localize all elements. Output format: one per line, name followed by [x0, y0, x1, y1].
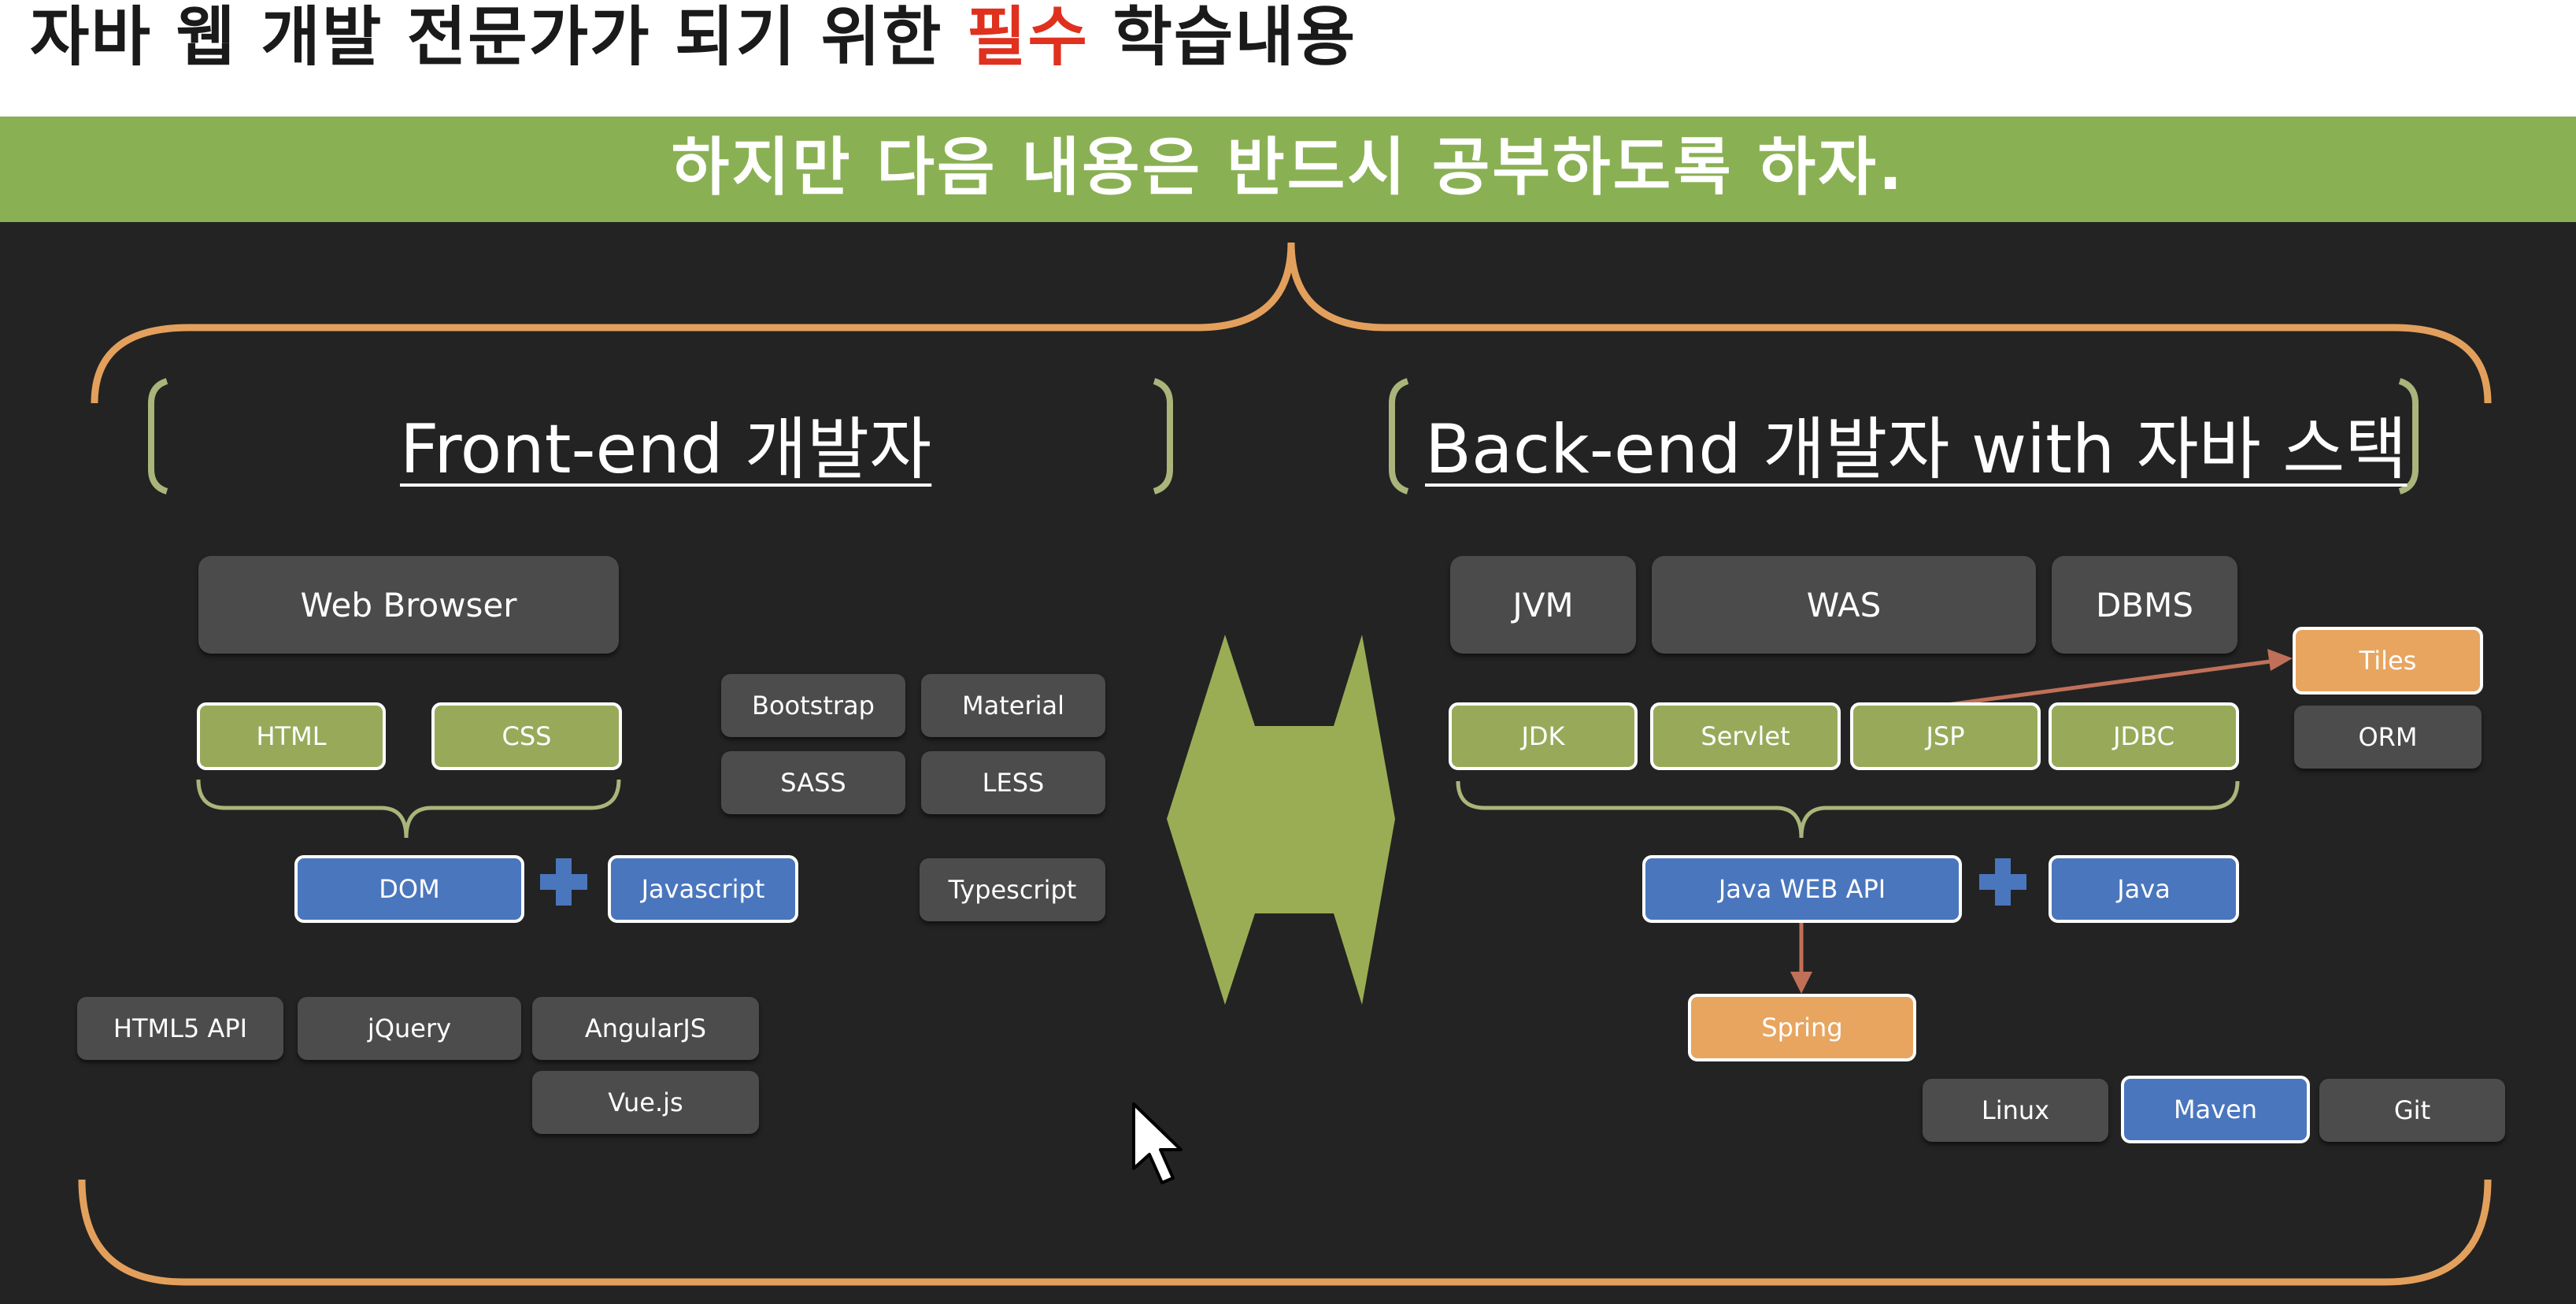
bottom-brace [78, 1179, 2492, 1286]
bootstrap-box: Bootstrap [721, 674, 905, 737]
slide-title: 자바 웹 개발 전문가가 되기 위한 필수 학습내용 [30, 0, 1356, 87]
typescript-box: Typescript [920, 858, 1105, 921]
title-text-before: 자바 웹 개발 전문가가 되기 위한 [30, 0, 968, 75]
orm-box: ORM [2294, 706, 2482, 769]
api-to-spring-arrow [1790, 923, 1812, 994]
vuejs-box: Vue.js [532, 1071, 759, 1134]
html5-api-box: HTML5 API [77, 997, 283, 1060]
plus-icon [540, 858, 587, 906]
backend-heading: Back-end 개발자 with 자바 스택 [1425, 410, 2408, 489]
top-curly-brace [91, 242, 2492, 404]
right-heading-bracket-close [2398, 378, 2419, 495]
jsp-to-tiles-arrow [1941, 649, 2293, 708]
was-box: WAS [1652, 556, 2036, 654]
servlet-box: Servlet [1650, 702, 1841, 770]
mouse-cursor-icon [1132, 1102, 1183, 1184]
html-css-brace [196, 779, 621, 839]
title-highlight: 필수 [967, 0, 1089, 75]
left-heading-bracket-close [1153, 378, 1173, 495]
dom-box: DOM [294, 855, 524, 923]
material-box: Material [921, 674, 1105, 737]
left-heading-bracket-open [148, 378, 168, 495]
spring-box: Spring [1688, 994, 1916, 1061]
tiles-box: Tiles [2293, 627, 2483, 695]
javascript-box: Javascript [608, 855, 798, 923]
less-box: LESS [921, 751, 1105, 814]
title-text-after: 학습내용 [1088, 0, 1357, 75]
maven-box: Maven [2121, 1076, 2310, 1143]
html-box: HTML [197, 702, 386, 770]
java-box: Java [2049, 855, 2239, 923]
angularjs-box: AngularJS [532, 997, 759, 1060]
jsp-box: JSP [1850, 702, 2041, 770]
double-arrow-icon [1167, 635, 1395, 1005]
jvm-box: JVM [1450, 556, 1636, 654]
dbms-box: DBMS [2052, 556, 2237, 654]
title-bar: 자바 웹 개발 전문가가 되기 위한 필수 학습내용 [0, 0, 2576, 117]
java-tech-brace [1456, 780, 2240, 839]
web-browser-box: Web Browser [198, 556, 619, 654]
css-box: CSS [431, 702, 622, 770]
java-web-api-box: Java WEB API [1642, 855, 1962, 923]
plus-icon [1979, 858, 2026, 906]
linux-box: Linux [1923, 1079, 2108, 1142]
jdbc-box: JDBC [2049, 702, 2239, 770]
jdk-box: JDK [1449, 702, 1638, 770]
git-box: Git [2319, 1079, 2505, 1142]
banner: 하지만 다음 내용은 반드시 공부하도록 하자. [0, 117, 2576, 222]
jquery-box: jQuery [298, 997, 521, 1060]
right-heading-bracket-open [1389, 378, 1409, 495]
sass-box: SASS [721, 751, 905, 814]
frontend-heading: Front-end 개발자 [400, 410, 932, 489]
